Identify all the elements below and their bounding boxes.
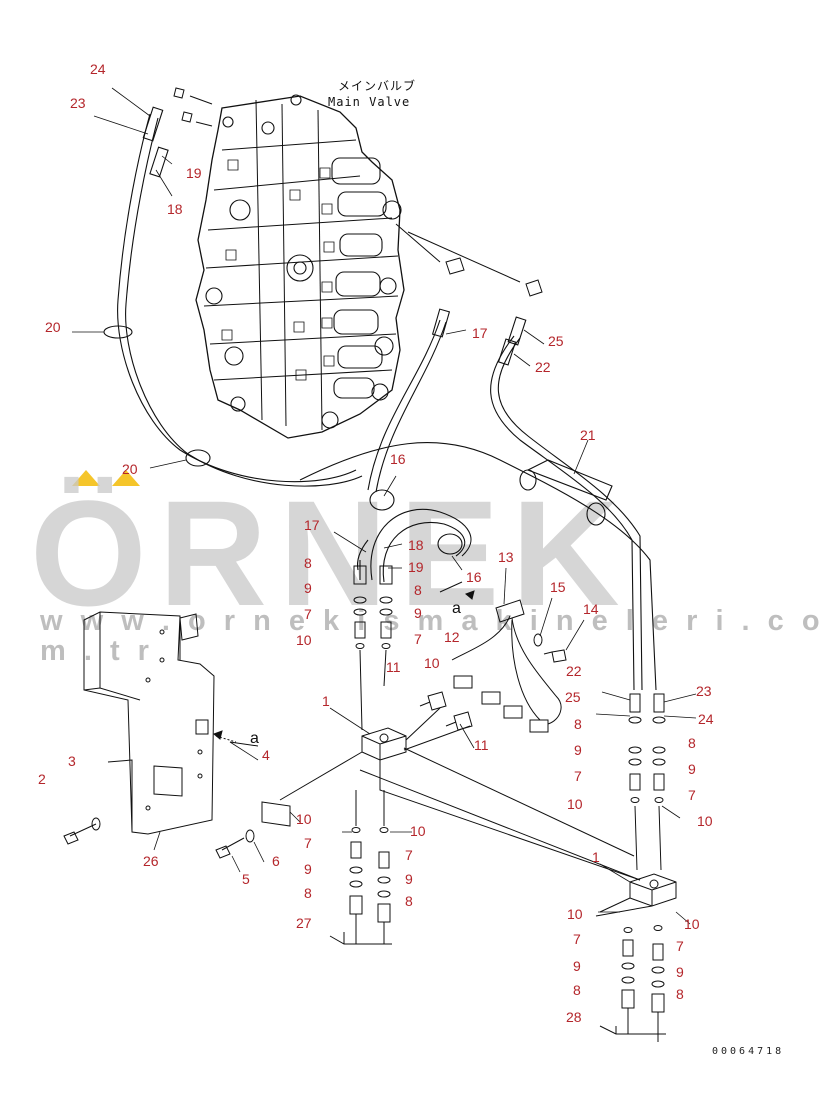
callout-c8f: 8 xyxy=(405,893,413,909)
callout-c18a: 18 xyxy=(167,201,183,217)
watermark-url: w w w . o r n e k i s m a k i n e l e r … xyxy=(40,605,825,667)
manifold-upper xyxy=(279,707,641,881)
callout-c20b: 20 xyxy=(122,461,138,477)
drawing-code: 00064718 xyxy=(712,1046,785,1057)
callout-c10a: 10 xyxy=(296,632,312,648)
callout-c6: 6 xyxy=(272,853,280,869)
bracket-illustration xyxy=(63,611,291,859)
watermark-accent-left xyxy=(72,470,100,486)
callout-c9e: 9 xyxy=(304,861,312,877)
callout-c22a: 22 xyxy=(535,359,551,375)
callout-c10g: 10 xyxy=(567,906,583,922)
callout-c8b: 8 xyxy=(414,582,422,598)
callout-c7b: 7 xyxy=(414,631,422,647)
callout-c11a: 11 xyxy=(386,659,401,675)
title-japanese: メインバルブ xyxy=(338,79,417,93)
callout-c15: 15 xyxy=(550,579,566,595)
fittings-lower-right xyxy=(599,925,666,1042)
callout-c10h: 10 xyxy=(684,916,700,932)
callout-c9h: 9 xyxy=(676,964,684,980)
callout-c24b: 24 xyxy=(698,711,714,727)
callout-c20a: 20 xyxy=(45,319,61,335)
callout-c14: 14 xyxy=(583,601,599,617)
leader-lines xyxy=(72,87,697,925)
watermark-brand: ÖRNEK xyxy=(30,469,632,637)
callout-c27: 27 xyxy=(296,915,312,931)
callout-c22b: 22 xyxy=(566,663,582,679)
main-valve-illustration xyxy=(173,87,543,439)
callout-c13: 13 xyxy=(498,549,514,565)
title-english: Main Valve xyxy=(328,95,411,109)
callout-c17a: 17 xyxy=(472,325,488,341)
callout-c7h: 7 xyxy=(676,938,684,954)
callout-c8d: 8 xyxy=(688,735,696,751)
view-arrows xyxy=(213,590,475,743)
callout-c9c: 9 xyxy=(574,742,582,758)
callout-c12: 12 xyxy=(444,629,460,645)
callout-c16a: 16 xyxy=(390,451,406,467)
callout-c17b: 17 xyxy=(304,517,320,533)
callout-c19a: 19 xyxy=(186,165,202,181)
callout-c9d: 9 xyxy=(688,761,696,777)
callout-c2: 2 xyxy=(38,771,46,787)
callout-c7e: 7 xyxy=(304,835,312,851)
callout-c9f: 9 xyxy=(405,871,413,887)
callout-c5: 5 xyxy=(242,871,250,887)
callout-c4: 4 xyxy=(262,747,270,763)
callout-c7c: 7 xyxy=(574,768,582,784)
callout-c23a: 23 xyxy=(70,95,86,111)
fittings-right xyxy=(628,693,666,871)
callout-c18b: 18 xyxy=(408,537,424,553)
callout-c28: 28 xyxy=(566,1009,582,1025)
callout-c26: 26 xyxy=(143,853,159,869)
wiring-harness xyxy=(419,581,567,733)
callout-c7a: 7 xyxy=(304,606,312,622)
view-marker-a-left: a xyxy=(250,730,259,747)
callout-c11b: 11 xyxy=(474,737,489,753)
callout-c16b: 16 xyxy=(466,569,482,585)
callout-c7f: 7 xyxy=(405,847,413,863)
callout-c7g: 7 xyxy=(573,931,581,947)
callout-c7d: 7 xyxy=(688,787,696,803)
callout-c3: 3 xyxy=(68,753,76,769)
callout-c8a: 8 xyxy=(304,555,312,571)
callout-c8g: 8 xyxy=(573,982,581,998)
callout-c9b: 9 xyxy=(414,605,422,621)
callout-c8c: 8 xyxy=(574,716,582,732)
callout-c23b: 23 xyxy=(696,683,712,699)
callout-c10b: 10 xyxy=(424,655,440,671)
callout-c8h: 8 xyxy=(676,986,684,1002)
callout-c10c: 10 xyxy=(567,796,583,812)
callout-c9a: 9 xyxy=(304,580,312,596)
callout-c19b: 19 xyxy=(408,559,424,575)
callout-c24a: 24 xyxy=(90,61,106,77)
watermark-accent-right xyxy=(112,470,140,486)
view-marker-a-right: a xyxy=(452,600,461,617)
callout-c10f: 10 xyxy=(410,823,426,839)
callout-c10d: 10 xyxy=(697,813,713,829)
callout-c21: 21 xyxy=(580,427,596,443)
callout-c25b: 25 xyxy=(565,689,581,705)
callout-c8e: 8 xyxy=(304,885,312,901)
fittings-upper-left xyxy=(353,565,393,731)
callout-c9g: 9 xyxy=(573,958,581,974)
callout-c25a: 25 xyxy=(548,333,564,349)
callout-c1b: 1 xyxy=(592,849,600,865)
callout-c1a: 1 xyxy=(322,693,330,709)
hose-lines xyxy=(103,106,657,691)
fittings-lower-middle xyxy=(329,790,392,945)
callout-c10e: 10 xyxy=(296,811,312,827)
manifold-lower xyxy=(595,873,677,917)
